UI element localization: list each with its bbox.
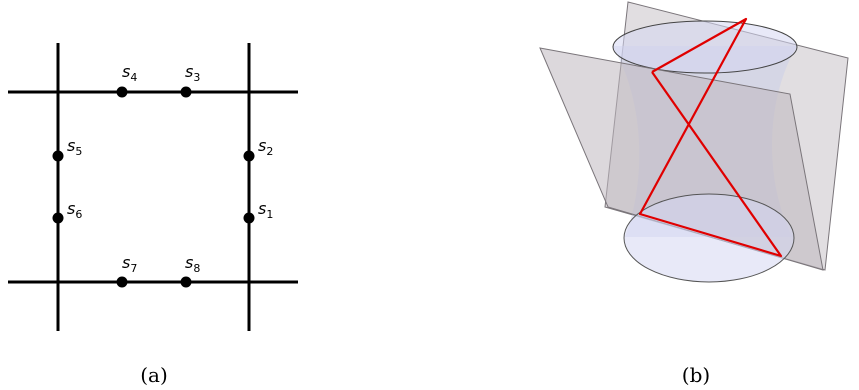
label-s4: s4 [122,62,137,84]
point-s5 [52,150,64,162]
point-s3 [180,86,192,98]
red-path [638,17,783,258]
panel-a-points [52,86,255,288]
point-s2 [243,150,255,162]
point-s8 [180,276,192,288]
panel-b [539,1,849,283]
label-s3: s3 [185,62,200,84]
caption-a: (a) [140,363,168,387]
label-s2: s2 [258,136,273,158]
label-s8: s8 [185,253,200,275]
point-s1 [243,212,255,224]
point-s4 [116,86,128,98]
panel-a [8,43,298,331]
cone-bottom-ellipse [623,193,795,283]
label-s1: s1 [258,199,273,221]
label-s5: s5 [67,136,82,158]
point-s6 [52,212,64,224]
label-s6: s6 [67,199,82,221]
point-s7 [116,276,128,288]
label-s7: s7 [122,253,137,275]
cone-top-ellipse [612,20,798,74]
caption-b: (b) [682,363,710,387]
